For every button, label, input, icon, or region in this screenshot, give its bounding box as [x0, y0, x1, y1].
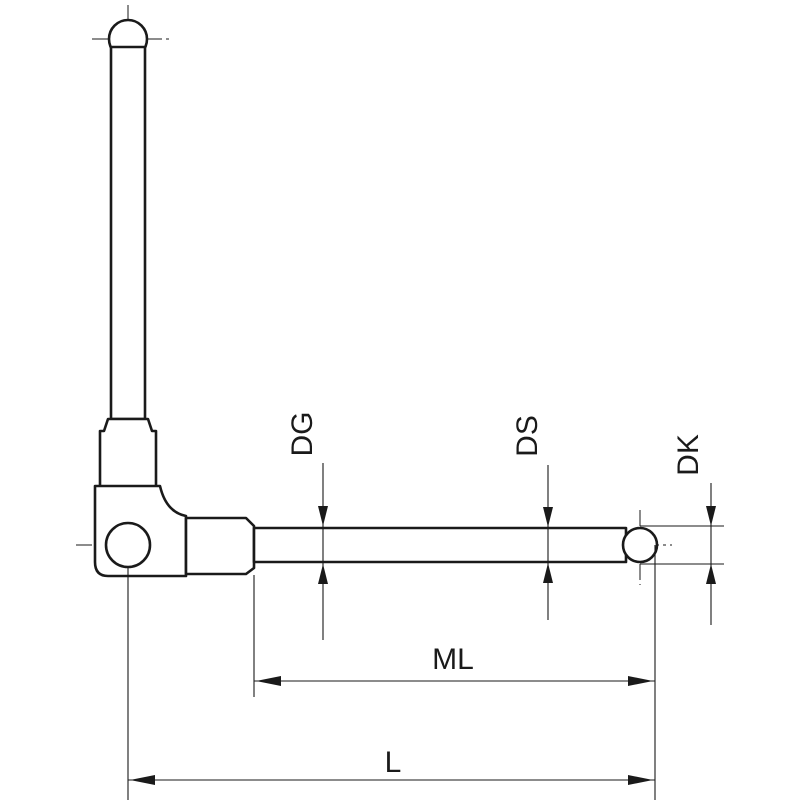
- dg-arrow-top: [318, 506, 328, 526]
- dg-dimension: DG: [286, 412, 328, 640]
- elbow-adapter: [93, 484, 256, 578]
- dk-arrow-top: [706, 506, 716, 526]
- dk-dimension: DK: [672, 434, 716, 625]
- ml-label: ML: [432, 643, 474, 676]
- l-arrow-left: [130, 775, 155, 785]
- vertical-stylus: [98, 18, 158, 489]
- elbow-bore: [104, 521, 152, 569]
- ml-dimension: ML: [254, 643, 655, 686]
- dg-arrow-bottom: [318, 564, 328, 584]
- horizontal-collar: [184, 516, 256, 576]
- dg-label: DG: [286, 412, 319, 457]
- dk-label: DK: [672, 434, 705, 476]
- ml-arrow-right: [628, 676, 653, 686]
- vertical-collar: [98, 417, 158, 489]
- ml-arrow-left: [256, 676, 281, 686]
- dk-arrow-bottom: [706, 564, 716, 584]
- ds-label: DS: [511, 415, 544, 457]
- ds-dimension: DS: [511, 415, 553, 620]
- horizontal-stylus: [252, 526, 659, 564]
- l-label: L: [385, 746, 402, 779]
- l-arrow-right: [628, 775, 653, 785]
- l-dimension: L: [128, 746, 655, 785]
- horizontal-stem: [252, 526, 628, 564]
- extension-lines: [127, 525, 724, 800]
- ds-arrow-bottom: [543, 563, 553, 583]
- vertical-stem: [109, 45, 147, 421]
- tip-ball: [621, 526, 659, 564]
- ds-arrow-top: [543, 507, 553, 527]
